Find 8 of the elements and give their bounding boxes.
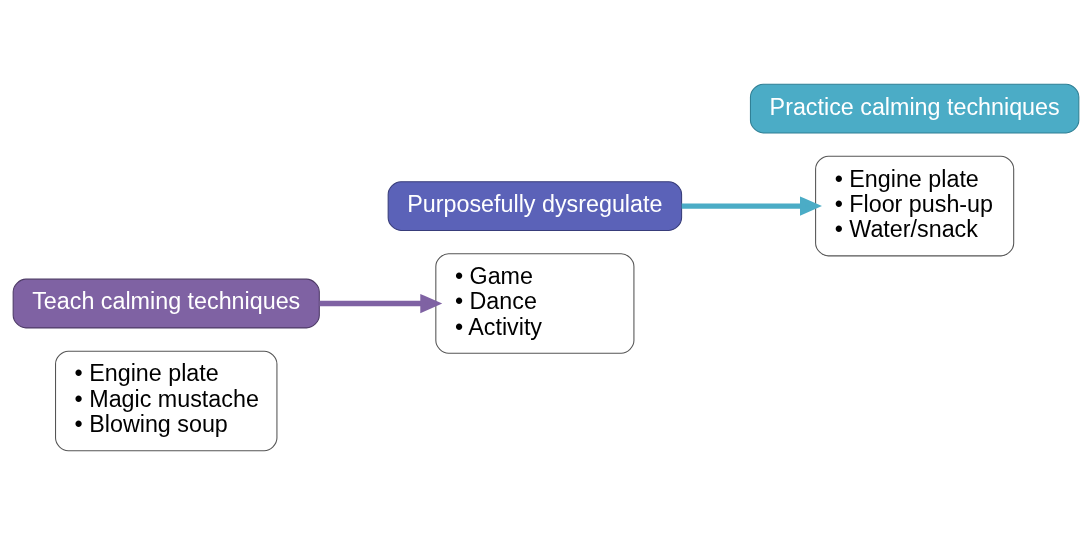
node-box: Practice calming techniques: [749, 83, 1080, 134]
node-box: • Engine plate • Magic mustache • Blowing soup: [55, 350, 278, 452]
node-box: • Engine plate • Floor push-up • Water/snack: [815, 155, 1015, 257]
node-box: • Game • Dance • Activity: [435, 253, 635, 354]
node-box: Purposefully dysregulate: [387, 181, 683, 231]
arrow: [319, 293, 443, 314]
arrow: [681, 196, 822, 216]
node-box: Teach calming techniques: [12, 278, 320, 329]
